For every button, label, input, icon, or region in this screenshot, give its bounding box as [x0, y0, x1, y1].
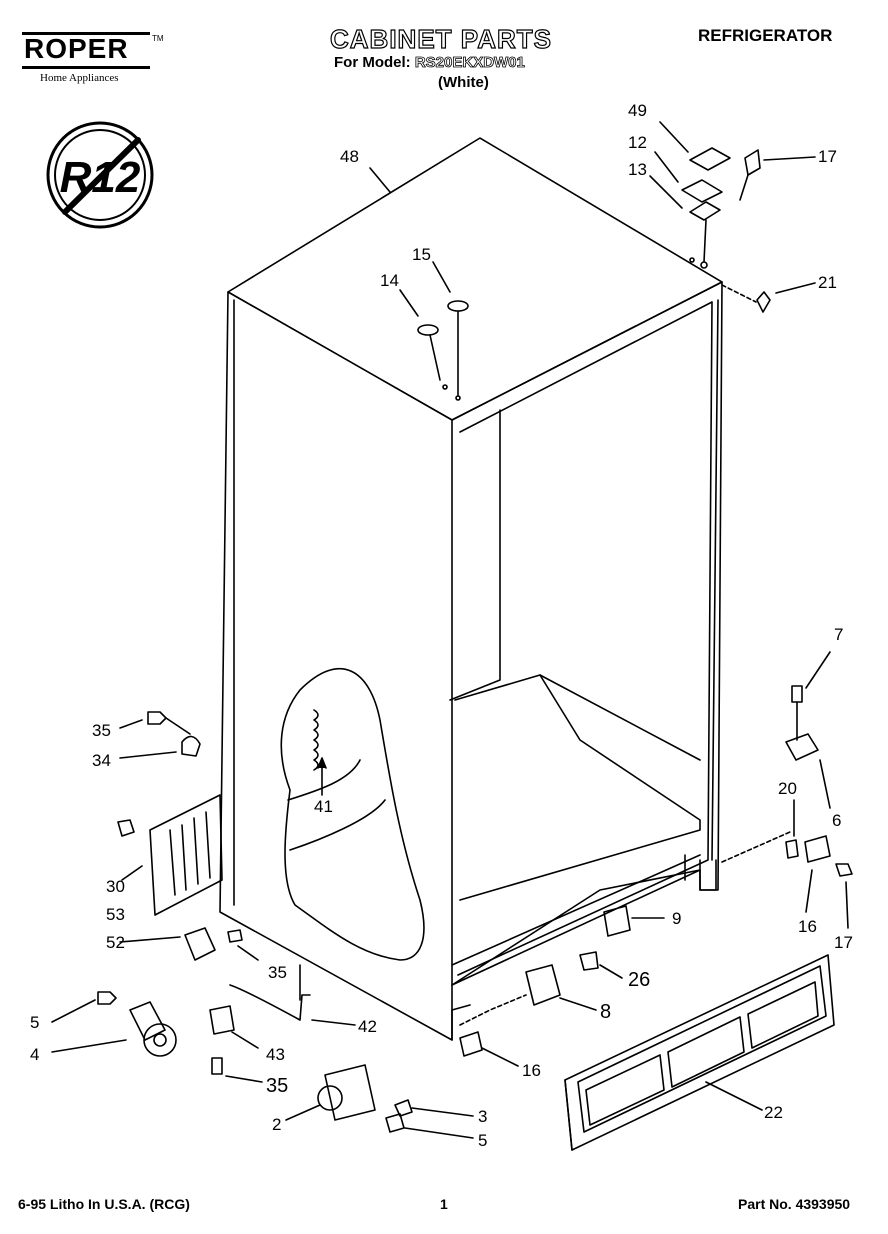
brand-logo: ROPER — [24, 33, 129, 64]
screw-17-right-icon — [835, 863, 853, 877]
callout-35c: 35 — [266, 1075, 288, 1097]
model-number: RS20EKXDW01 — [414, 54, 525, 72]
callout-2: 2 — [272, 1115, 281, 1134]
hinge-2-icon — [317, 1064, 413, 1133]
badge-text: R12 — [60, 153, 141, 202]
part-52-icon — [184, 927, 216, 961]
cabinet-shell — [219, 137, 723, 1041]
leader-lines — [51, 121, 849, 1139]
footer-part-number: Part No. 4393950 — [738, 1196, 851, 1212]
screw-7-icon — [791, 685, 803, 703]
parts-14-15-icon — [417, 300, 469, 401]
page-title: CABINET PARTS — [329, 23, 552, 54]
callout-53: 53 — [106, 905, 125, 924]
screw-35-lower-icon — [211, 1057, 223, 1075]
callout-16: 16 — [522, 1061, 541, 1080]
callout-35: 35 — [92, 721, 111, 740]
logo-rule-bottom — [22, 66, 150, 69]
callout-43: 43 — [266, 1045, 285, 1064]
roller-4-icon — [129, 1001, 177, 1057]
callout-30: 30 — [106, 877, 125, 896]
screw-5-icon — [97, 991, 117, 1005]
callout-49: 49 — [628, 101, 647, 120]
callout-20: 20 — [778, 779, 797, 798]
part-21-icon — [756, 291, 771, 313]
side-cutaway — [280, 668, 425, 961]
callout-22: 22 — [764, 1103, 783, 1122]
footer-page-number: 1 — [440, 1196, 448, 1212]
part-41-icon — [313, 709, 327, 796]
logo-rule-top — [22, 32, 150, 35]
callout-5: 5 — [30, 1013, 39, 1032]
part-20-icon — [785, 839, 799, 859]
callout-16b: 16 — [798, 917, 817, 936]
part-6-icon — [785, 733, 819, 761]
callout-52: 52 — [106, 933, 125, 952]
screw-35-icon — [147, 711, 167, 725]
callout-42: 42 — [358, 1017, 377, 1036]
model-prefix: For Model: — [334, 54, 411, 71]
hinge-cap-parts-icon — [681, 147, 761, 269]
grille-22-icon — [564, 954, 835, 1151]
tube-42-icon — [229, 984, 311, 1021]
brand-tm: TM — [152, 34, 164, 43]
callout-26: 26 — [628, 969, 650, 991]
part-9-icon — [603, 905, 631, 937]
callout-48: 48 — [340, 147, 359, 166]
callout-4: 4 — [30, 1045, 39, 1064]
callout-34: 34 — [92, 751, 111, 770]
callout-15: 15 — [412, 245, 431, 264]
part-16-icon — [459, 1031, 483, 1057]
callout-17: 17 — [818, 147, 837, 166]
category-label: REFRIGERATOR — [698, 26, 833, 45]
clip-8-icon — [459, 951, 599, 1026]
callout-6: 6 — [832, 811, 841, 830]
callout-41: 41 — [314, 797, 333, 816]
callout-21: 21 — [818, 273, 837, 292]
part-16-right-icon — [804, 835, 831, 863]
callout-12: 12 — [628, 133, 647, 152]
brand-tagline: Home Appliances — [40, 72, 119, 84]
rear-panel-icon — [117, 794, 223, 916]
model-line: For Model: RS20EKXDW01 — [334, 54, 525, 72]
callout-14: 14 — [380, 271, 399, 290]
callout-17b: 17 — [834, 933, 853, 952]
part-34-icon — [181, 735, 201, 757]
screw-17-icon — [744, 149, 761, 176]
callout-9: 9 — [672, 909, 681, 928]
callout-5b: 5 — [478, 1131, 487, 1150]
model-color: (White) — [438, 74, 489, 91]
callout-3: 3 — [478, 1107, 487, 1126]
no-r12-refrigerant-icon: R12 — [46, 121, 154, 229]
callout-8: 8 — [600, 1001, 611, 1023]
callout-35b: 35 — [268, 963, 287, 982]
callout-7: 7 — [834, 625, 843, 644]
footer-litho: 6-95 Litho In U.S.A. (RCG) — [18, 1196, 190, 1212]
callout-13: 13 — [628, 160, 647, 179]
